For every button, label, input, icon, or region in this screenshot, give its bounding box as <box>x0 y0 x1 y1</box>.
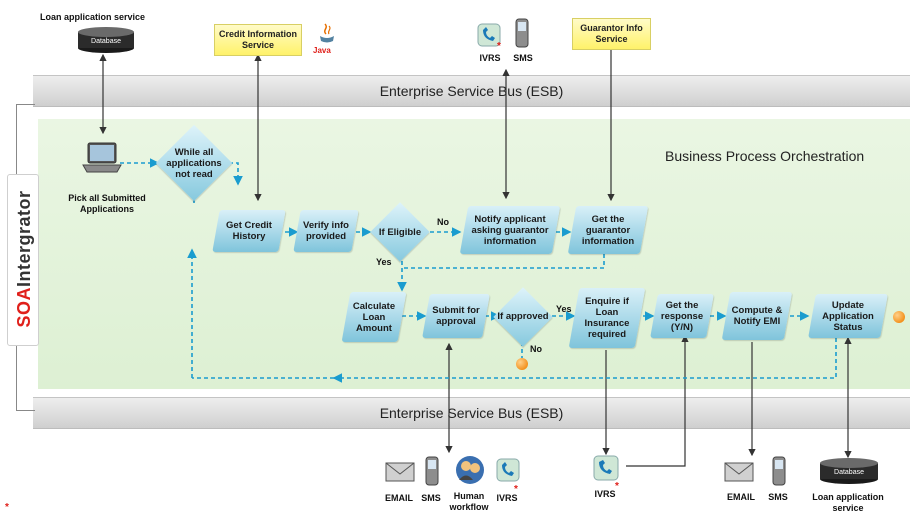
esb-bottom-label: Enterprise Service Bus (ESB) <box>379 405 564 421</box>
ivrs-label-1: IVRS <box>496 493 518 503</box>
orchestration-title: Business Process Orchestration <box>665 148 865 164</box>
ivrs-phone-icon-1 <box>496 458 520 482</box>
edge-yes-1: Yes <box>376 257 392 267</box>
loan-service-label-top: Loan application service <box>40 12 146 22</box>
soa-logo-box <box>7 174 39 346</box>
sms-label-1: SMS <box>421 493 441 503</box>
database-label-bottom: Database <box>834 469 864 476</box>
ivrs-phone-icon-top <box>477 23 501 47</box>
email-label-1: EMAIL <box>385 493 413 503</box>
guarantor-info-service-box: Guarantor Info Service <box>572 18 651 50</box>
sms-label-2: SMS <box>768 492 788 502</box>
java-label: Java <box>313 46 331 55</box>
sms-label-top: SMS <box>513 53 533 63</box>
ivrs-label-top: IVRS <box>479 53 501 63</box>
edge-yes-2: Yes <box>556 304 572 314</box>
update-status-label: Update Application Status <box>822 299 874 333</box>
compute-emi-label: Compute & Notify EMI <box>731 305 783 327</box>
email-icon-2 <box>724 462 754 482</box>
credit-info-service-box: Credit Information Service <box>214 24 302 56</box>
get-response-label: Get the response (Y/N) <box>660 299 704 333</box>
verify-info-label: Verify info provided <box>303 220 349 242</box>
end-dot-complete <box>893 311 905 323</box>
edge-no-2: No <box>530 344 542 354</box>
footnote-star: * <box>5 502 9 513</box>
ivrs-star-2: * <box>615 481 619 492</box>
if-approved-label: If approved <box>497 310 549 322</box>
java-icon <box>320 23 334 43</box>
get-credit-label: Get Credit History <box>226 220 272 242</box>
loan-service-label-bottom: Loan application service <box>812 492 884 513</box>
database-label-top: Database <box>91 38 121 45</box>
end-dot-rejected <box>516 358 528 370</box>
database-icon-top <box>78 27 134 53</box>
human-workflow-label: Human workflow <box>449 491 489 512</box>
database-icon-bottom <box>820 458 878 484</box>
ivrs-label-2: IVRS <box>594 489 616 499</box>
if-eligible-label: If Eligible <box>378 226 422 238</box>
sms-phone-icon-top <box>515 18 529 48</box>
sms-phone-icon-2 <box>772 456 786 486</box>
laptop-icon <box>82 142 122 173</box>
pick-apps-label: Pick all Submitted Applications <box>68 193 146 214</box>
submit-approval-label: Submit for approval <box>432 305 480 327</box>
ivrs-star-1: * <box>514 484 518 495</box>
ivrs-phone-icon-2 <box>593 455 619 481</box>
human-workflow-icon <box>456 456 484 484</box>
sms-phone-icon-1 <box>425 456 439 486</box>
notify-applicant-label: Notify applicant asking guarantor inform… <box>471 213 549 247</box>
esb-top-label: Enterprise Service Bus (ESB) <box>379 83 564 99</box>
esb-bottom-bar: Enterprise Service Bus (ESB) <box>33 397 910 429</box>
esb-top-bar: Enterprise Service Bus (ESB) <box>33 75 910 107</box>
edge-no-1: No <box>437 217 449 227</box>
email-icon-1 <box>385 462 415 482</box>
email-label-2: EMAIL <box>727 492 755 502</box>
enquire-insurance-label: Enquire if Loan Insurance required <box>584 296 630 340</box>
calc-loan-label: Calculate Loan Amount <box>352 300 396 334</box>
while-loop-label: While all applications not read <box>166 146 222 180</box>
get-guarantor-label: Get the guarantor information <box>581 213 635 247</box>
ivrs-star-top: * <box>497 41 501 52</box>
